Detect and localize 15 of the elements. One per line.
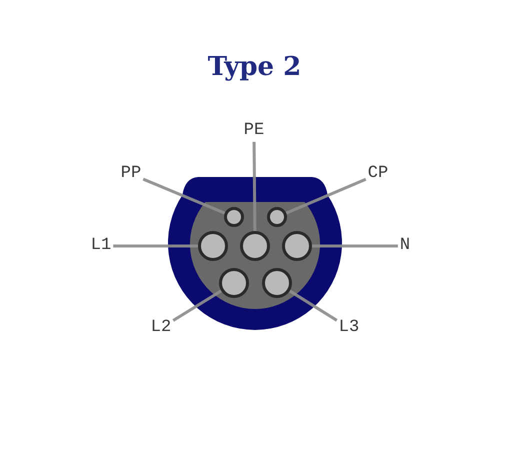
leader-line [286, 178, 366, 214]
pin-label: L1 [90, 237, 112, 255]
pin-label: PE [244, 122, 264, 140]
leader-line [312, 244, 398, 248]
leader-line [113, 244, 198, 248]
leader-line [142, 178, 226, 215]
pin-label: CP [368, 165, 388, 183]
pin-label: N [400, 237, 410, 255]
leader-line [252, 142, 256, 232]
pin-label: L3 [338, 319, 360, 337]
leader-line [172, 290, 222, 322]
pin-label: L2 [150, 319, 172, 337]
pin-label: PP [120, 165, 142, 183]
diagram-title: Type 2 [208, 53, 302, 82]
leader-line [288, 290, 338, 322]
